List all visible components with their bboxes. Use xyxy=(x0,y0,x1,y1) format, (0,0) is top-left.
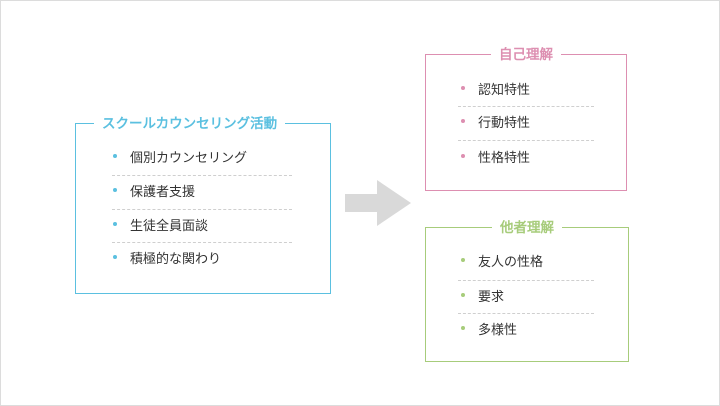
list-item: 保護者支援 xyxy=(113,181,196,200)
self-understanding-panel: 自己理解 xyxy=(425,47,627,191)
bullet-icon xyxy=(461,119,465,123)
self-title-text: 自己理解 xyxy=(491,47,561,63)
bullet-icon xyxy=(461,293,465,297)
arrow-right-icon xyxy=(345,180,411,226)
list-item-label: 行動特性 xyxy=(478,115,531,131)
divider xyxy=(458,106,594,107)
bullet-icon xyxy=(461,154,465,158)
bullet-icon xyxy=(461,326,465,330)
divider xyxy=(458,140,594,141)
divider xyxy=(458,280,594,281)
divider xyxy=(112,242,292,243)
bullet-icon xyxy=(113,222,117,226)
others-title-text: 他者理解 xyxy=(492,220,562,236)
others-understanding-title: 他者理解 xyxy=(426,218,628,238)
list-item-label: 友人の性格 xyxy=(478,254,544,270)
self-understanding-title: 自己理解 xyxy=(426,45,626,65)
list-item: 友人の性格 xyxy=(461,251,544,270)
divider xyxy=(112,209,292,210)
others-understanding-panel: 他者理解 xyxy=(425,220,629,362)
counseling-panel: スクールカウンセリング活動 xyxy=(75,116,331,294)
bullet-icon xyxy=(461,86,465,90)
list-item: 要求 xyxy=(461,286,505,305)
list-item: 個別カウンセリング xyxy=(113,147,248,166)
list-item: 性格特性 xyxy=(461,147,531,166)
list-item-label: 認知特性 xyxy=(478,82,531,98)
bullet-icon xyxy=(113,255,117,259)
list-item: 多様性 xyxy=(461,319,518,338)
list-item-label: 性格特性 xyxy=(478,150,531,166)
counseling-title-text: スクールカウンセリング活動 xyxy=(94,116,286,132)
list-item-label: 保護者支援 xyxy=(130,184,196,200)
list-item-label: 多様性 xyxy=(478,322,518,338)
list-item: 積極的な関わり xyxy=(113,248,222,267)
list-item: 生徒全員面談 xyxy=(113,215,209,234)
list-item-label: 要求 xyxy=(478,289,505,305)
list-item-label: 生徒全員面談 xyxy=(130,218,209,234)
bullet-icon xyxy=(113,188,117,192)
bullet-icon xyxy=(461,258,465,262)
counseling-panel-title: スクールカウンセリング活動 xyxy=(94,114,330,134)
bullet-icon xyxy=(113,154,117,158)
divider xyxy=(458,313,594,314)
list-item-label: 個別カウンセリング xyxy=(130,150,248,166)
list-item: 認知特性 xyxy=(461,79,531,98)
list-item: 行動特性 xyxy=(461,112,531,131)
divider xyxy=(112,175,292,176)
list-item-label: 積極的な関わり xyxy=(130,251,222,267)
